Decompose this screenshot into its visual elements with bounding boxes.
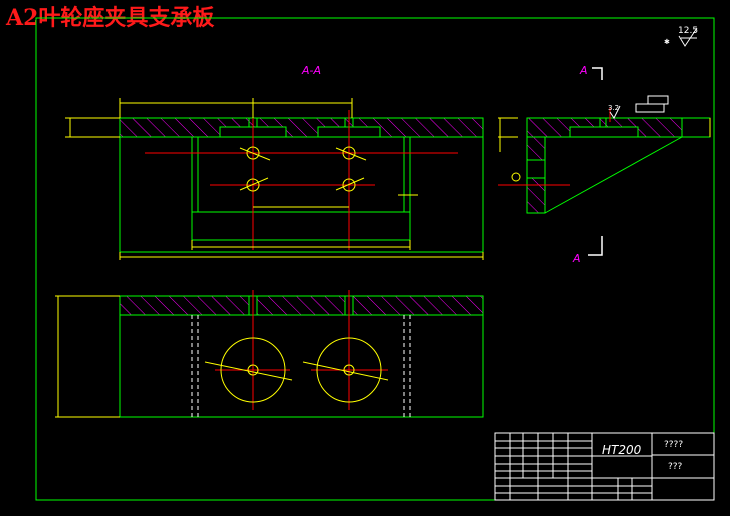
section-view <box>119 110 484 253</box>
title-block <box>494 432 715 501</box>
cut-label-bottom: A <box>572 252 581 265</box>
drawing-border <box>35 17 715 501</box>
section-dimensions <box>65 98 484 260</box>
top-plate-section <box>119 117 484 138</box>
roughness-small-value: 3.2 <box>608 104 619 112</box>
title-block-sub: ??? <box>668 462 683 472</box>
svg-text:✱: ✱ <box>664 38 670 46</box>
side-view: 3.2 <box>498 95 711 214</box>
material-label: HT200 <box>602 443 642 457</box>
section-label: A-A <box>301 64 321 77</box>
cut-plane-markers: A A <box>572 64 603 265</box>
body-outline <box>119 136 484 253</box>
plan-view <box>55 290 484 418</box>
roughness-symbol: 12.5 ✱ <box>664 26 698 47</box>
plan-plate-section <box>119 295 484 316</box>
cut-label-top: A <box>579 64 588 77</box>
roughness-value: 12.5 <box>678 26 698 36</box>
title-block-name: ???? <box>664 440 683 450</box>
